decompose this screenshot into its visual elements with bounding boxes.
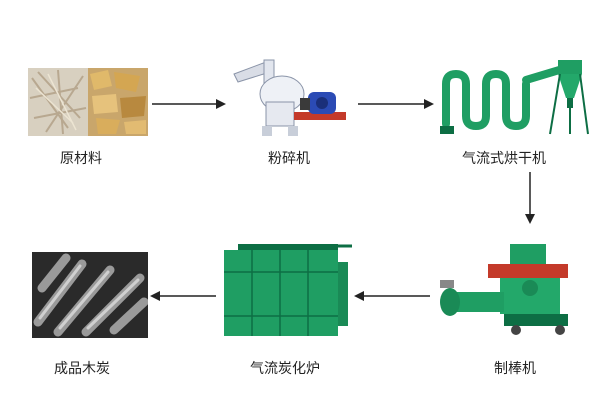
flow-arrow (150, 290, 216, 302)
air-dryer-image (438, 54, 598, 144)
flow-arrow (524, 172, 536, 224)
step-label-carbonization-furnace: 气流炭化炉 (250, 361, 320, 377)
flow-arrow (354, 290, 430, 302)
raw-materials-image (28, 68, 148, 136)
flow-arrow (358, 98, 434, 110)
step-label-crusher: 粉碎机 (268, 151, 310, 167)
crusher-image (226, 52, 356, 140)
finished-charcoal-image (32, 252, 148, 338)
step-label-finished-charcoal: 成品木炭 (54, 361, 110, 377)
flow-arrow (152, 98, 226, 110)
step-label-raw-materials: 原材料 (60, 151, 102, 167)
step-label-rod-machine: 制棒机 (494, 361, 536, 377)
carbonization-furnace-image (218, 242, 354, 338)
step-label-air-dryer: 气流式烘干机 (462, 151, 546, 167)
rod-machine-image (430, 238, 580, 338)
